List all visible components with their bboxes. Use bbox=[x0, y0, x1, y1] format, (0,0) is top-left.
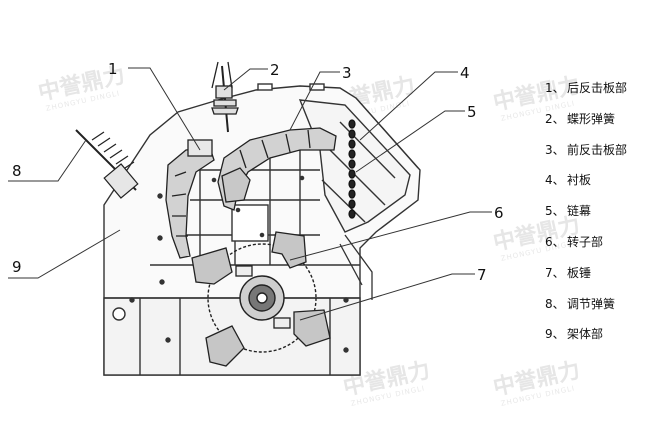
leader-lines bbox=[8, 67, 492, 321]
legend-number: 3、 bbox=[545, 142, 565, 157]
legend-label: 前反击板部 bbox=[567, 142, 628, 157]
parts-legend: 1、后反击板部 2、蝶形弹簧 3、前反击板部 4、衬板 5、链幕 6、转子部 7… bbox=[545, 78, 645, 355]
housing-frame bbox=[103, 83, 421, 376]
callout-9: 9 bbox=[12, 258, 22, 276]
callout-labels: 1 2 3 4 5 6 7 8 9 bbox=[12, 60, 504, 284]
legend-number: 2、 bbox=[545, 111, 565, 126]
legend-label: 架体部 bbox=[567, 327, 604, 342]
legend-label: 板锤 bbox=[567, 265, 592, 280]
legend-label: 转子部 bbox=[567, 234, 604, 249]
legend-label: 衬板 bbox=[567, 173, 592, 188]
legend-item: 9、架体部 bbox=[545, 324, 645, 355]
chain-curtain bbox=[348, 119, 356, 219]
front-impact-plate bbox=[217, 127, 337, 211]
callout-4: 4 bbox=[460, 64, 470, 82]
legend-item: 4、衬板 bbox=[545, 170, 645, 201]
legend-item: 1、后反击板部 bbox=[545, 78, 645, 109]
legend-number: 9、 bbox=[545, 327, 565, 342]
callout-8: 8 bbox=[12, 162, 22, 180]
callout-6: 6 bbox=[494, 204, 504, 222]
legend-number: 7、 bbox=[545, 265, 565, 280]
blow-bars bbox=[191, 231, 331, 367]
rotor bbox=[207, 243, 317, 353]
callout-7: 7 bbox=[477, 266, 487, 284]
belleville-spring bbox=[211, 61, 239, 133]
legend-item: 8、调节弹簧 bbox=[545, 294, 645, 325]
legend-item: 3、前反击板部 bbox=[545, 140, 645, 171]
legend-number: 1、 bbox=[545, 81, 565, 95]
callout-3: 3 bbox=[342, 64, 352, 82]
legend-label: 蝶形弹簧 bbox=[567, 111, 616, 126]
watermark: 中誉鼎力 ZHONGYU DINGLI bbox=[491, 357, 582, 408]
rear-impact-plate bbox=[165, 139, 215, 259]
discharge-plate bbox=[339, 97, 419, 300]
legend-number: 8、 bbox=[545, 296, 565, 311]
legend-number: 6、 bbox=[545, 234, 565, 249]
legend-label: 后反击板部 bbox=[567, 81, 628, 95]
callout-1: 1 bbox=[108, 60, 118, 78]
legend-label: 调节弹簧 bbox=[567, 296, 616, 311]
callout-5: 5 bbox=[467, 103, 477, 121]
legend-item: 5、链幕 bbox=[545, 201, 645, 232]
legend-label: 链幕 bbox=[567, 204, 592, 219]
legend-number: 4、 bbox=[545, 173, 565, 188]
legend-item: 6、转子部 bbox=[545, 232, 645, 263]
watermark: 中誉鼎力 ZHONGYU DINGLI bbox=[341, 357, 432, 408]
callout-2: 2 bbox=[270, 61, 280, 79]
legend-item: 7、板锤 bbox=[545, 263, 645, 294]
legend-number: 5、 bbox=[545, 204, 565, 219]
legend-item: 2、蝶形弹簧 bbox=[545, 109, 645, 140]
